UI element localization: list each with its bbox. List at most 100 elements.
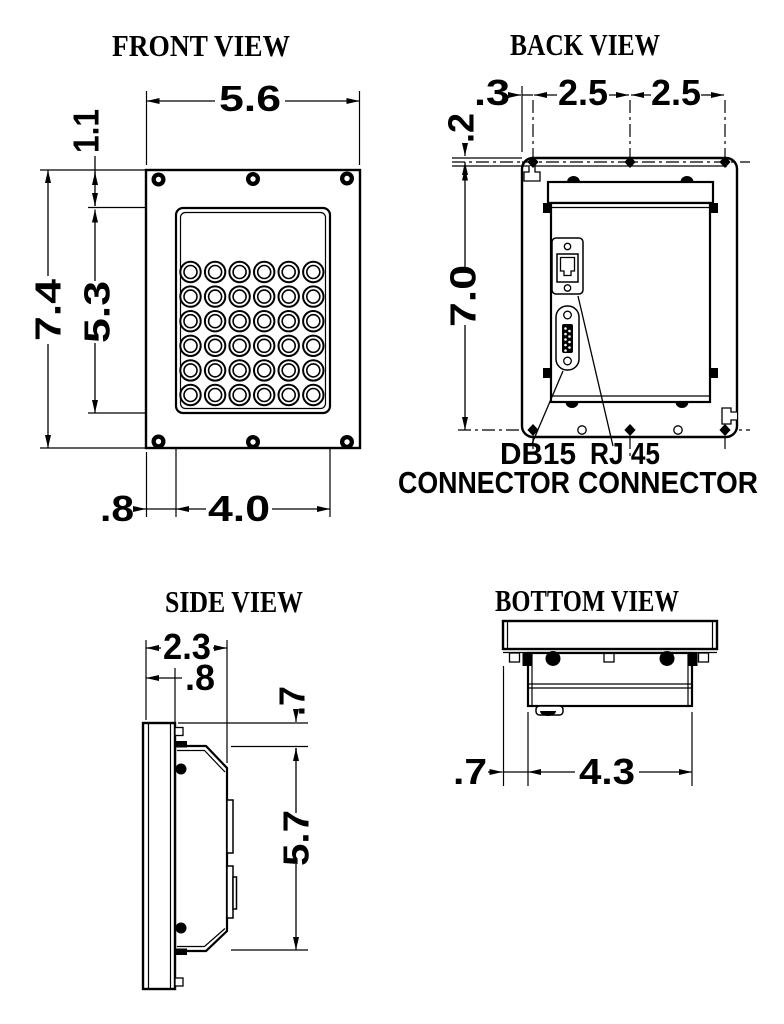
keypad-button (253, 334, 276, 357)
side-body-height-dim: 5.7 (276, 810, 317, 866)
db15-screw-hole (563, 356, 572, 366)
back-hole-height-dim: 7.0 (443, 265, 484, 327)
screw-head (545, 651, 561, 666)
panel-tab (174, 726, 184, 737)
db15-pin (564, 327, 567, 330)
back-hole-span-left-dim: 2.5 (558, 72, 608, 113)
screw-head (175, 922, 187, 934)
bottom-body-width-dim: 4.3 (579, 751, 635, 792)
panel-tab (508, 652, 521, 663)
bottom-chassis-outline (526, 651, 694, 708)
db15-screw-hole (563, 310, 572, 320)
front-view-title: FRONT VIEW (112, 28, 290, 63)
front-overall-height-dim: 7.4 (28, 279, 69, 341)
rj45-screw-hole (563, 284, 572, 292)
keypad-bezel (174, 206, 332, 415)
db15-profile (226, 865, 234, 919)
panel-tab (603, 652, 615, 663)
keypad-button (179, 383, 202, 407)
keypad-button (277, 334, 300, 357)
chassis-edge-line (177, 749, 226, 773)
front-side-offset-dim: .8 (100, 488, 134, 529)
keypad-button (228, 383, 251, 407)
keypad-button (302, 260, 325, 284)
chassis-tab (567, 176, 580, 182)
side-view: SIDE VIEW 2.3 .8 .7 5.7 (141, 584, 317, 991)
bottom-panel-outline (501, 619, 719, 651)
db15-pin (568, 340, 571, 344)
chassis-tab (175, 741, 187, 748)
keypad-button (277, 260, 300, 284)
keypad-button (203, 310, 227, 333)
keypad-bezel-inner (179, 211, 327, 410)
screw-head (659, 651, 675, 666)
rj45-connector-label: CONNECTOR (578, 465, 758, 500)
chassis-edge-line (177, 928, 226, 948)
keyhole-slot (523, 166, 541, 182)
front-overall-width-dim: 5.6 (219, 78, 281, 119)
keyhole-slot (721, 407, 737, 425)
db15-pin (564, 332, 567, 336)
chassis-tab (565, 402, 579, 408)
keypad-button (203, 383, 227, 407)
db15-pin (568, 335, 571, 338)
chassis-tab (675, 402, 689, 408)
side-overall-depth-dim: 2.3 (163, 626, 211, 667)
chassis-corner-screw (710, 368, 718, 378)
db15-pin (568, 329, 571, 333)
keypad-button (179, 260, 202, 284)
screw (246, 435, 260, 449)
chassis-corner-screw (543, 368, 551, 378)
keypad-button (203, 285, 227, 308)
keypad-button (253, 285, 276, 308)
side-panel-depth-dim: .8 (185, 657, 215, 698)
front-view: FRONT VIEW 5.6 7.4 1.1 5.3 .8 4.0 (28, 28, 362, 529)
chassis-corner-screw (543, 203, 551, 213)
keypad-button (179, 285, 202, 308)
screw (151, 172, 166, 187)
bottom-view-title: BOTTOM VIEW (495, 583, 679, 618)
chassis-tab (175, 948, 187, 955)
keypad-button (203, 334, 227, 357)
mounting-hole-open (673, 425, 683, 435)
keypad-button (228, 359, 251, 382)
mounting-hole-open (577, 425, 587, 435)
rj45-jack-opening (559, 256, 576, 277)
db15-pin (564, 338, 567, 341)
keypad-button (277, 285, 300, 308)
side-chassis-outline (173, 744, 229, 953)
keypad-button (179, 310, 202, 333)
chassis-tab (680, 176, 694, 182)
side-view-title: SIDE VIEW (165, 584, 303, 619)
db15-pin (568, 346, 571, 349)
db15-profile-pins (232, 876, 238, 910)
bottom-view: BOTTOM VIEW .7 4.3 (453, 583, 719, 792)
back-edge-to-hole-dim: .3 (474, 72, 510, 113)
keypad-button (203, 359, 227, 382)
db15-connector-label: CONNECTOR (398, 465, 570, 500)
keypad-button (277, 383, 300, 407)
rj45-plate (551, 237, 584, 295)
back-top-to-hole-dim: .2 (441, 113, 482, 143)
db15-pin (564, 343, 567, 347)
chassis-body (549, 201, 712, 404)
bottom-side-offset-dim: .7 (453, 751, 487, 792)
chassis-corner-screw (710, 203, 718, 213)
keypad-button (302, 383, 325, 407)
keypad-button (253, 383, 276, 407)
rj45-connector (551, 237, 584, 295)
back-view-title: BACK VIEW (510, 27, 660, 62)
back-hole-span-right-dim: 2.5 (651, 72, 701, 113)
screw (340, 171, 354, 186)
rj45-screw-hole (563, 242, 572, 251)
keypad-button (228, 285, 251, 308)
keypad-button (179, 359, 202, 382)
db15-pin (564, 349, 567, 352)
keypad-button (253, 310, 276, 333)
keypad-button (228, 260, 251, 284)
connector-bump-detail (540, 711, 556, 716)
leader-line-rj45 (577, 295, 614, 447)
keypad-button (302, 285, 325, 308)
keypad-button (277, 359, 300, 382)
